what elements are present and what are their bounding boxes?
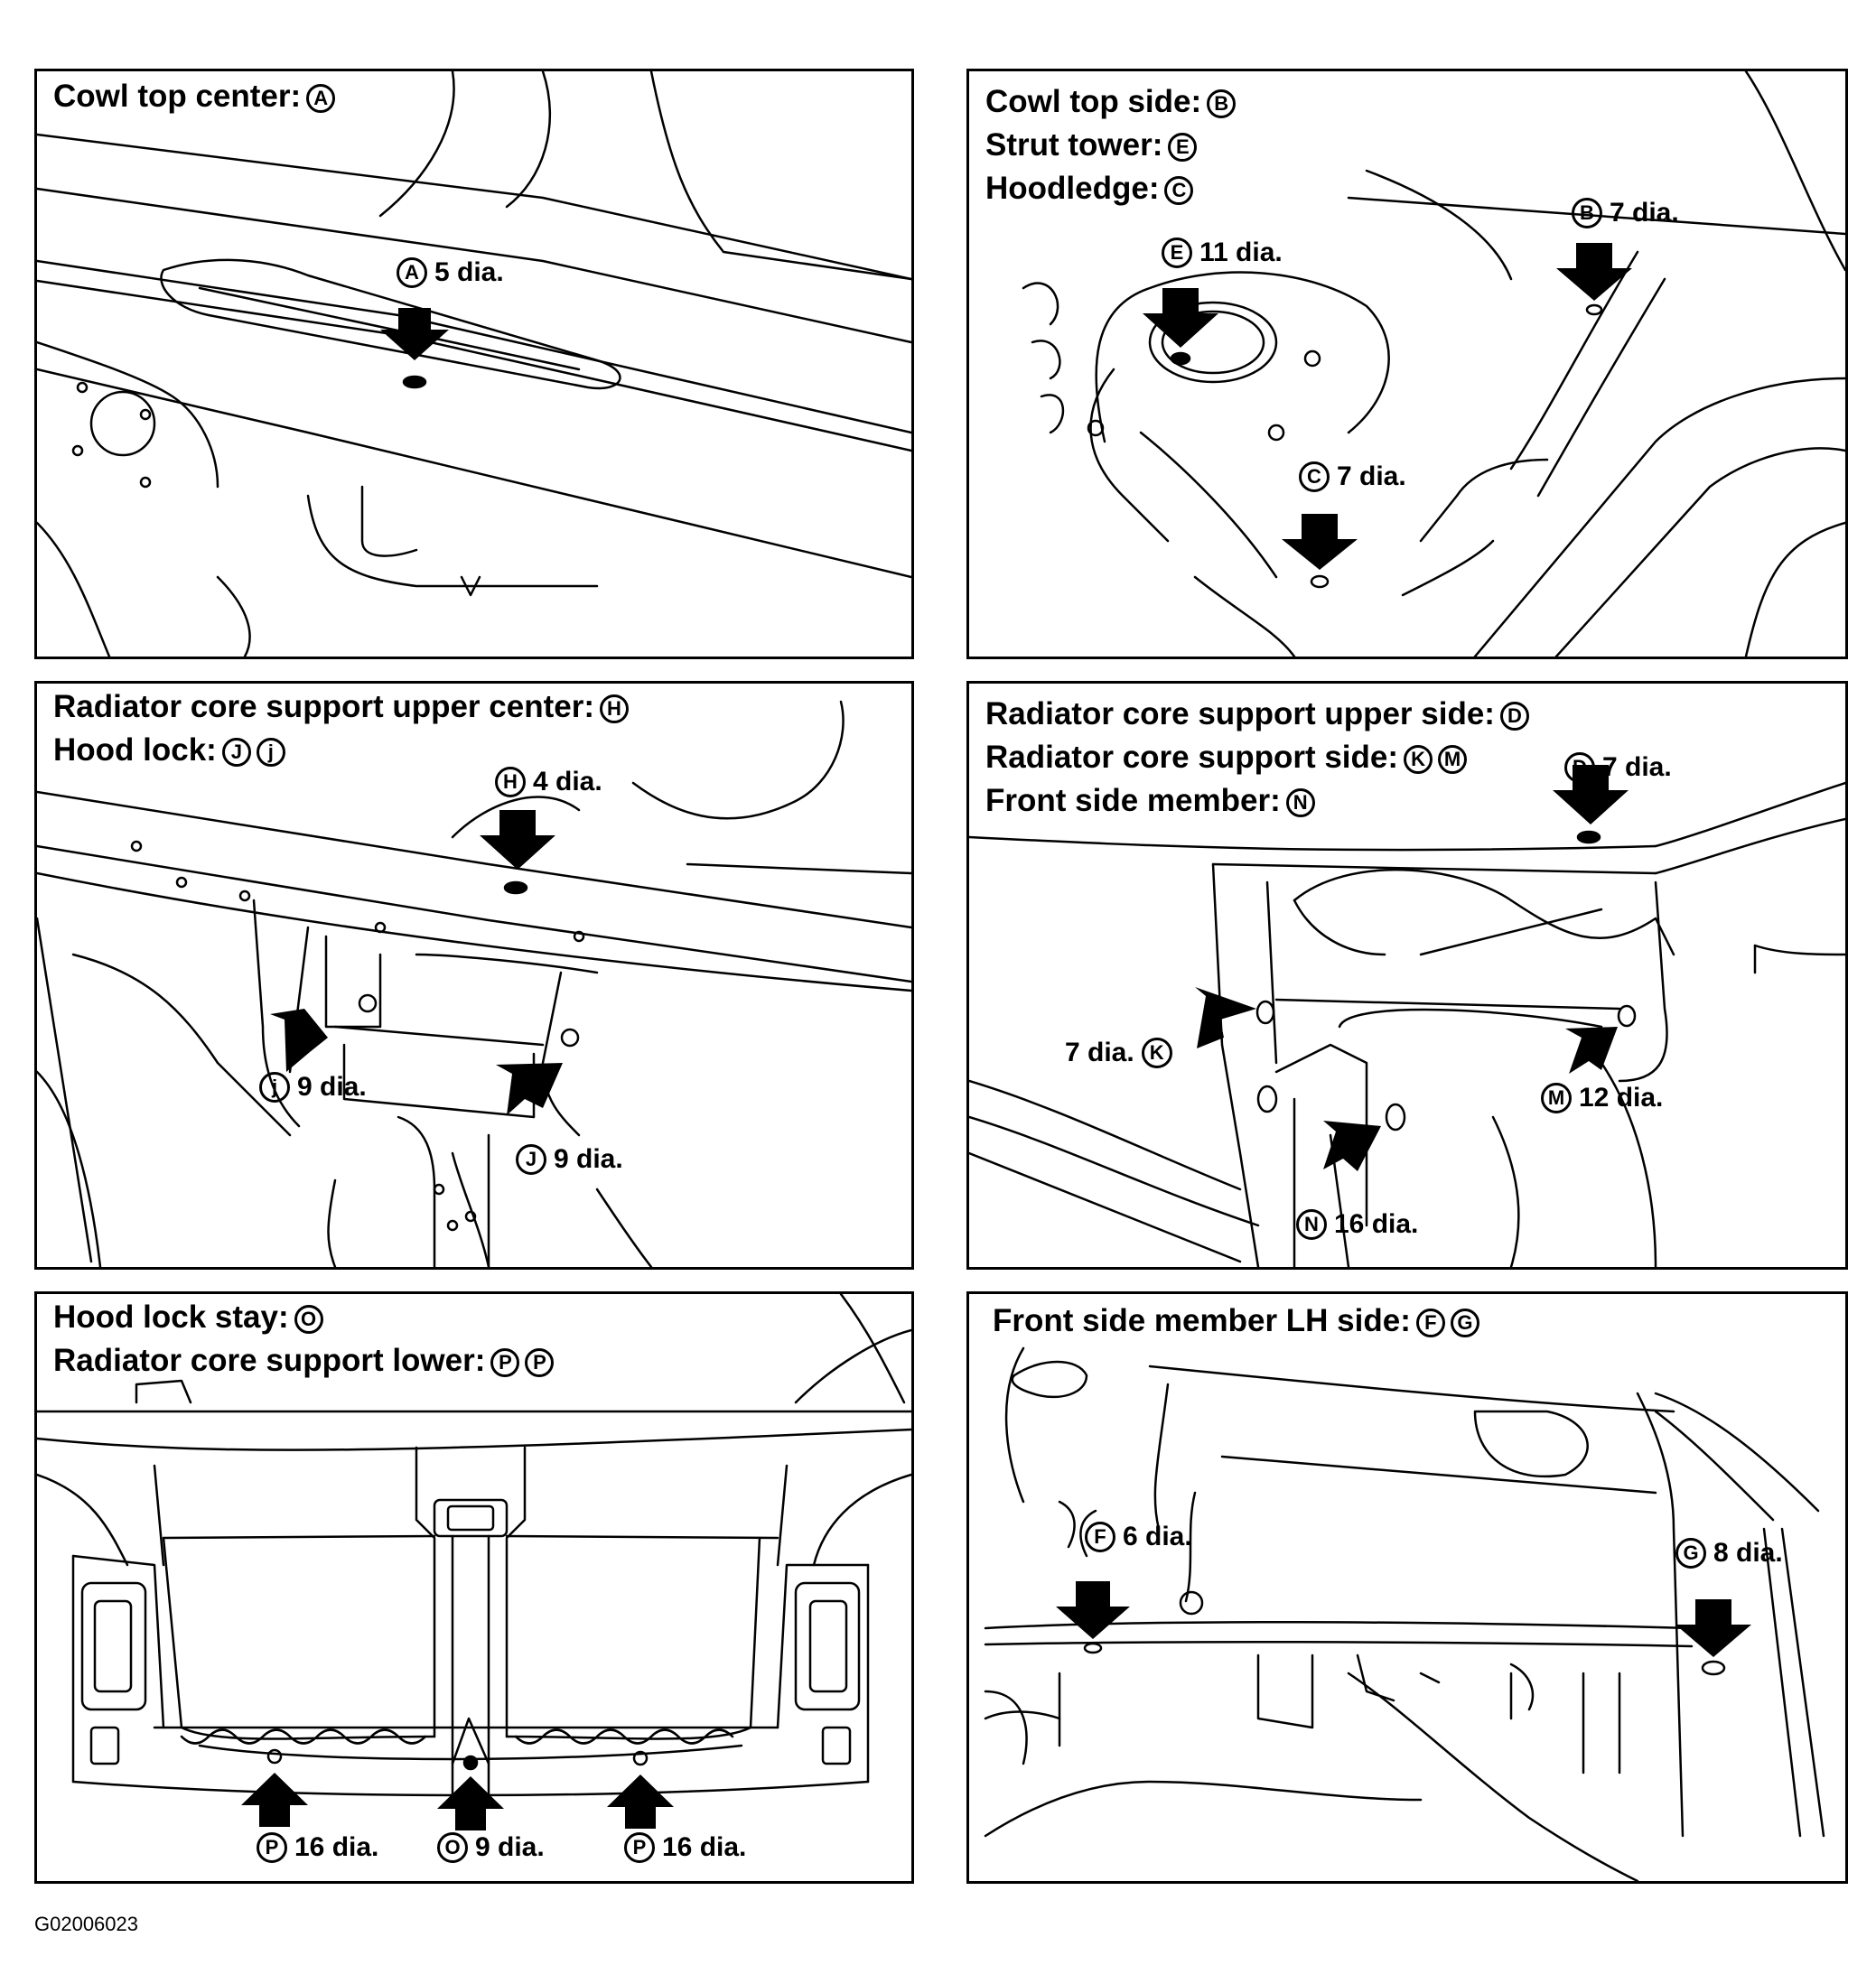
hole-j-lower (358, 993, 378, 1013)
arrow-o (437, 1776, 504, 1830)
arrow-n (1323, 1121, 1381, 1171)
hole-p-right (632, 1750, 649, 1766)
title-line: Cowl top center:A (53, 75, 336, 118)
arrow-f (1056, 1581, 1130, 1639)
cowl-top-side-drawing (1022, 71, 1845, 657)
panel-title: Radiator core support upper side:D Radia… (985, 693, 1529, 823)
arrow-p-left (241, 1773, 308, 1827)
callout-k: 7 dia.K (1065, 1038, 1172, 1068)
marker-n: N (1296, 1209, 1327, 1240)
cowl-top-center-drawing (37, 71, 911, 657)
arrow-p-right (607, 1774, 674, 1829)
hole-j-upper (560, 1028, 580, 1048)
title-line: Hoodledge:C (985, 167, 1236, 210)
marker-o: O (437, 1832, 468, 1863)
panel-title: Cowl top center:A (53, 75, 336, 118)
hole-p-left (266, 1748, 283, 1765)
hole-e (1170, 351, 1191, 366)
hole-m (1617, 1004, 1637, 1028)
marker-j-upper: J (516, 1144, 546, 1175)
marker-c: C (1299, 461, 1330, 492)
arrow-e (1143, 288, 1218, 348)
arrow-d (1553, 765, 1629, 824)
hole-n (1385, 1103, 1406, 1132)
panel-radiator-lower: Hood lock stay:O Radiator core support l… (34, 1291, 914, 1884)
panel-title: Cowl top side:B Strut tower:E Hoodledge:… (985, 80, 1237, 210)
panel-cowl-top-side: Cowl top side:B Strut tower:E Hoodledge:… (966, 69, 1848, 659)
marker-j-lower: j (259, 1072, 290, 1103)
hole-h (503, 880, 528, 895)
radiator-upper-center-drawing (37, 700, 911, 1267)
title-line: Radiator core support upper side:D (985, 693, 1529, 736)
marker-b: B (1572, 198, 1602, 228)
marker-d: D (1564, 752, 1595, 783)
marker-g: G (1675, 1538, 1706, 1569)
arrow-j-upper (496, 1063, 563, 1115)
arrow-m (1565, 1027, 1618, 1074)
title-line: Cowl top side:B (985, 80, 1237, 124)
marker-p-left: P (257, 1832, 287, 1863)
arrow-c (1282, 514, 1358, 570)
marker-a: A (397, 257, 427, 288)
hole-d (1576, 830, 1601, 844)
title-line: Front side member:N (985, 779, 1529, 823)
marker-m: M (1541, 1083, 1572, 1113)
title-line: Hood lock stay:O (53, 1296, 554, 1339)
hole-g (1701, 1660, 1726, 1676)
front-side-member-drawing (984, 1346, 1825, 1881)
arrow-a (380, 308, 449, 360)
hole-o (462, 1755, 479, 1771)
arrow-k (1195, 987, 1256, 1048)
arrow-g (1675, 1599, 1751, 1657)
marker-e: E (1162, 238, 1192, 268)
title-line: Radiator core support upper center:H (53, 685, 629, 729)
hole-c (1310, 574, 1330, 589)
hole-a (402, 375, 427, 389)
hole-k (1255, 1000, 1275, 1025)
hole-f (1083, 1642, 1103, 1654)
panel-radiator-upper-center: Radiator core support upper center:H Hoo… (34, 681, 914, 1270)
marker-k: K (1141, 1038, 1172, 1068)
title-line: Strut tower:E (985, 124, 1236, 167)
panel-title: Hood lock stay:O Radiator core support l… (53, 1296, 555, 1383)
panel-radiator-upper-side: Radiator core support upper side:D Radia… (966, 681, 1848, 1270)
radiator-upper-side-drawing (969, 765, 1845, 1267)
arrow-h (480, 810, 555, 870)
arrow-b (1556, 243, 1632, 301)
figure-id: G02006023 (34, 1913, 138, 1935)
marker-f: F (1085, 1522, 1115, 1552)
panel-title: Radiator core support upper center:H Hoo… (53, 685, 629, 772)
hole-b (1585, 303, 1603, 316)
arrow-j-lower (270, 1009, 328, 1072)
marker-h: H (495, 767, 526, 797)
marker-p-right: P (624, 1832, 655, 1863)
radiator-lower-drawing (37, 1294, 911, 1830)
